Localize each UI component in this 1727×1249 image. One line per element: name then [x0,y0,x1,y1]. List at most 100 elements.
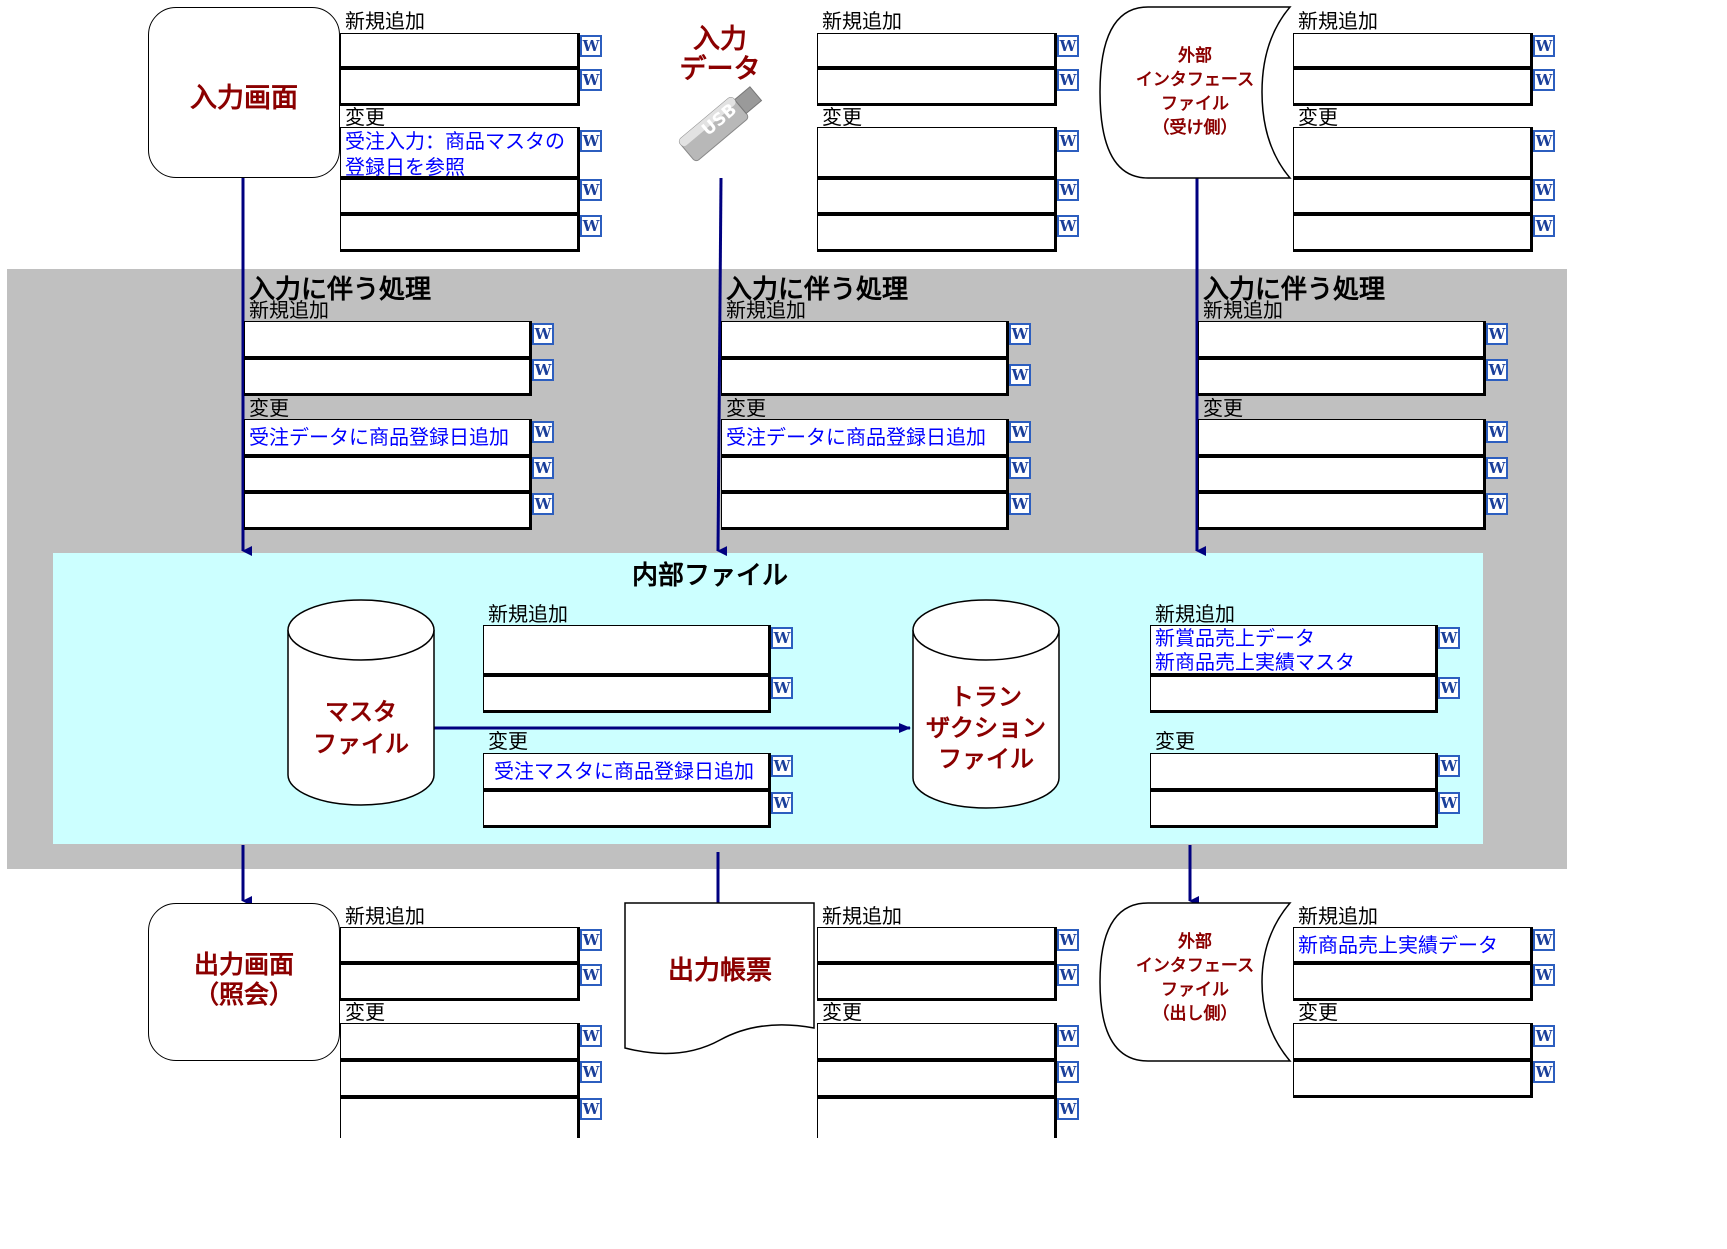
word-doc-icon[interactable]: W [1438,677,1460,699]
internal-right-change-row-2[interactable] [1150,791,1438,828]
process-right-new-row-2[interactable] [1198,359,1486,396]
top-right-new-row-1[interactable] [1293,33,1533,69]
word-doc-icon[interactable]: W [532,493,554,515]
word-doc-icon[interactable]: W [1057,215,1079,237]
top-left-change-row-2[interactable] [340,179,580,215]
word-doc-icon[interactable]: W [1057,69,1079,91]
word-doc-icon[interactable]: W [771,792,793,814]
word-doc-icon[interactable]: W [1009,364,1031,386]
top-mid-new-row-1[interactable] [817,33,1057,69]
top-mid-change-row-3[interactable] [817,215,1057,252]
process-mid-new-row-1[interactable] [721,321,1009,359]
process-left-change-row-1[interactable]: 受注データに商品登録日追加 [244,419,532,457]
bottom-left-new-row-2[interactable] [340,964,580,1001]
word-doc-icon[interactable]: W [1009,323,1031,345]
word-doc-icon[interactable]: W [1533,1061,1555,1083]
word-doc-icon[interactable]: W [1057,1061,1079,1083]
word-doc-icon[interactable]: W [580,215,602,237]
word-doc-icon[interactable]: W [580,929,602,951]
bottom-mid-change-row-1[interactable] [817,1023,1057,1061]
process-mid-change-row-1[interactable]: 受注データに商品登録日追加 [721,419,1009,457]
bottom-mid-change-row-3[interactable] [817,1098,1057,1138]
word-doc-icon[interactable]: W [580,35,602,57]
internal-right-change-row-1[interactable] [1150,753,1438,791]
word-doc-icon[interactable]: W [1057,1025,1079,1047]
process-mid-change-row-2[interactable] [721,457,1009,493]
word-doc-icon[interactable]: W [1533,69,1555,91]
bottom-mid-new-row-2[interactable] [817,964,1057,1001]
word-doc-icon[interactable]: W [771,677,793,699]
top-right-change-row-2[interactable] [1293,179,1533,215]
bottom-left-change-row-3[interactable] [340,1098,580,1138]
bottom-left-new-row-1[interactable] [340,927,580,964]
word-doc-icon[interactable]: W [1533,130,1555,152]
process-mid-new-row-2[interactable] [721,359,1009,396]
top-left-change-row-3[interactable] [340,215,580,252]
word-doc-icon[interactable]: W [580,69,602,91]
top-mid-change-row-1[interactable] [817,127,1057,179]
word-doc-icon[interactable]: W [1486,359,1508,381]
word-doc-icon[interactable]: W [1009,493,1031,515]
top-right-change-row-1[interactable] [1293,127,1533,179]
internal-right-new-row-1[interactable]: 新賞品売上データ 新商品売上実績マスタ [1150,625,1438,676]
process-left-change-row-3[interactable] [244,493,532,530]
top-left-change-row-1[interactable]: 受注入力：商品マスタの 登録日を参照 [340,127,580,179]
bottom-left-change-row-1[interactable] [340,1023,580,1061]
word-doc-icon[interactable]: W [532,421,554,443]
bottom-mid-new-row-1[interactable] [817,927,1057,964]
top-right-new-row-2[interactable] [1293,69,1533,106]
bottom-mid-change-row-2[interactable] [817,1061,1057,1098]
word-doc-icon[interactable]: W [580,179,602,201]
bottom-right-change-row-2[interactable] [1293,1061,1533,1098]
top-mid-new-row-2[interactable] [817,69,1057,106]
word-doc-icon[interactable]: W [580,1061,602,1083]
word-doc-icon[interactable]: W [532,457,554,479]
word-doc-icon[interactable]: W [1486,421,1508,443]
word-doc-icon[interactable]: W [1009,421,1031,443]
word-doc-icon[interactable]: W [1057,179,1079,201]
internal-right-new-row-2[interactable] [1150,676,1438,713]
process-mid-change-row-3[interactable] [721,493,1009,530]
word-doc-icon[interactable]: W [1057,964,1079,986]
word-doc-icon[interactable]: W [1486,323,1508,345]
word-doc-icon[interactable]: W [1533,1025,1555,1047]
process-left-change-row-2[interactable] [244,457,532,493]
top-right-change-row-3[interactable] [1293,215,1533,252]
top-mid-change-row-2[interactable] [817,179,1057,215]
process-left-new-row-2[interactable] [244,359,532,396]
bottom-left-change-row-2[interactable] [340,1061,580,1098]
internal-mid-new-row-2[interactable] [483,676,771,713]
process-right-change-row-1[interactable] [1198,419,1486,457]
word-doc-icon[interactable]: W [580,130,602,152]
word-doc-icon[interactable]: W [580,964,602,986]
word-doc-icon[interactable]: W [1486,457,1508,479]
word-doc-icon[interactable]: W [771,755,793,777]
word-doc-icon[interactable]: W [1057,1098,1079,1120]
word-doc-icon[interactable]: W [1438,755,1460,777]
word-doc-icon[interactable]: W [1057,130,1079,152]
word-doc-icon[interactable]: W [1533,35,1555,57]
top-left-new-row-2[interactable] [340,69,580,106]
word-doc-icon[interactable]: W [580,1098,602,1120]
internal-mid-new-row-1[interactable] [483,625,771,676]
word-doc-icon[interactable]: W [1057,35,1079,57]
process-right-change-row-3[interactable] [1198,493,1486,530]
bottom-right-change-row-1[interactable] [1293,1023,1533,1061]
top-left-new-row-1[interactable] [340,33,580,69]
word-doc-icon[interactable]: W [771,627,793,649]
word-doc-icon[interactable]: W [1057,929,1079,951]
bottom-right-new-row-2[interactable] [1293,964,1533,1001]
word-doc-icon[interactable]: W [532,323,554,345]
word-doc-icon[interactable]: W [1009,457,1031,479]
word-doc-icon[interactable]: W [1438,792,1460,814]
internal-mid-change-row-1[interactable]: 受注マスタに商品登録日追加 [483,753,771,791]
word-doc-icon[interactable]: W [1533,964,1555,986]
word-doc-icon[interactable]: W [1533,179,1555,201]
internal-mid-change-row-2[interactable] [483,791,771,828]
word-doc-icon[interactable]: W [1533,929,1555,951]
bottom-right-new-row-1[interactable]: 新商品売上実績データ [1293,927,1533,964]
process-right-change-row-2[interactable] [1198,457,1486,493]
word-doc-icon[interactable]: W [580,1025,602,1047]
word-doc-icon[interactable]: W [1486,493,1508,515]
process-right-new-row-1[interactable] [1198,321,1486,359]
